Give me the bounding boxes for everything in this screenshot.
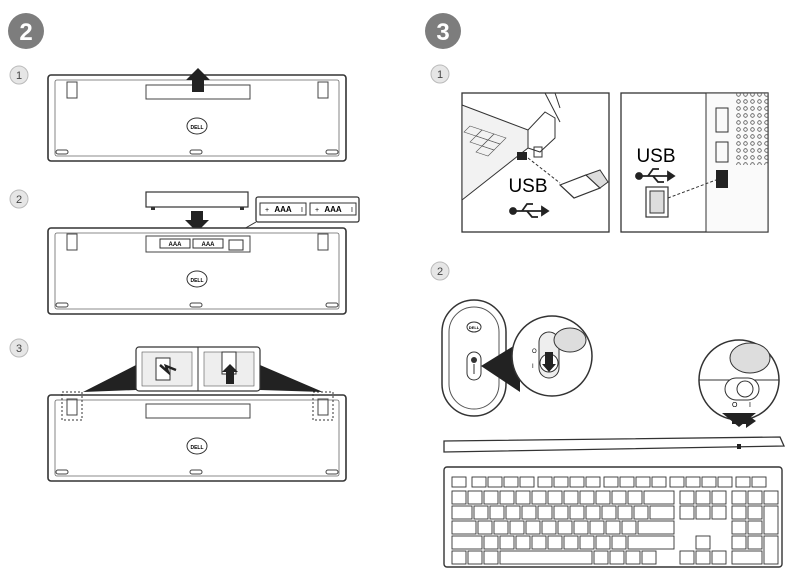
tilt-leg-callout [83, 346, 323, 392]
svg-text:I: I [351, 207, 353, 214]
step-2-substep-3-number: 3 [16, 343, 22, 355]
switch-off-mark: O [732, 402, 738, 409]
desktop-usb-panel: USB [620, 92, 769, 233]
battery-minus-mark: I [301, 207, 303, 214]
keyboard-bottom-view-3: DELL [47, 391, 347, 482]
step-3-substep-2-number: 2 [437, 266, 443, 278]
battery-plus-mark: + [265, 207, 269, 214]
fold-arrow-icon [159, 363, 177, 376]
step-3-badge [425, 13, 461, 49]
laptop-usb-panel: USB [461, 92, 610, 233]
svg-text:DELL: DELL [190, 278, 203, 284]
keyboard-top-view [443, 466, 783, 568]
battery-cover [145, 191, 249, 210]
usb-icon [509, 203, 550, 218]
mouse-bottom-view: DELL [441, 299, 520, 417]
keyboard-bottom-view-1: DELL [47, 74, 347, 162]
step-2-section: 2 1 DELL 2 + [8, 13, 360, 482]
usb-icon-desktop [635, 168, 676, 183]
mouse-switch-zoom: O I [511, 315, 593, 397]
svg-text:O: O [532, 349, 537, 355]
keyboard-side-view [443, 436, 785, 453]
step-2-number: 2 [19, 19, 32, 46]
dell-logo-1: DELL [190, 125, 203, 131]
step-2-substep-3-badge [9, 338, 29, 358]
step-3-substep-1-badge [430, 64, 450, 84]
unfold-arrow-icon [222, 364, 238, 384]
svg-text:AAA: AAA [202, 242, 216, 248]
step-3-number: 3 [436, 19, 449, 46]
step-2-badge [8, 13, 44, 49]
usb-label-desktop: USB [636, 146, 675, 167]
svg-text:I: I [532, 364, 534, 370]
battery-label-2: AAA [324, 205, 342, 214]
svg-text:+: + [315, 207, 319, 214]
step-2-substep-1-number: 1 [16, 70, 22, 82]
keyboard-switch-zoom: O I [698, 339, 780, 428]
keyboard-bottom-view-2: AAA AAA DELL [47, 227, 347, 315]
step-2-substep-1-badge [9, 65, 29, 85]
battery-label-1: AAA [274, 205, 292, 214]
switch-right-arrow-icon [732, 414, 756, 428]
step-2-substep-2-badge [9, 189, 29, 209]
step-3-substep-1-number: 1 [437, 69, 443, 81]
usb-label-laptop: USB [508, 176, 547, 197]
step-3-section: 3 1 USB [425, 13, 785, 568]
step-2-substep-2-number: 2 [16, 194, 22, 206]
switch-on-mark: I [749, 402, 751, 409]
svg-text:AAA: AAA [169, 242, 183, 248]
switch-down-arrow-icon [542, 352, 556, 372]
battery-callout: + AAA I + AAA I [255, 196, 360, 223]
svg-text:DELL: DELL [190, 445, 203, 451]
arrow-up-icon [186, 68, 210, 92]
arrow-down-icon [185, 211, 209, 232]
step-3-substep-2-badge [430, 261, 450, 281]
svg-text:DELL: DELL [469, 325, 480, 330]
